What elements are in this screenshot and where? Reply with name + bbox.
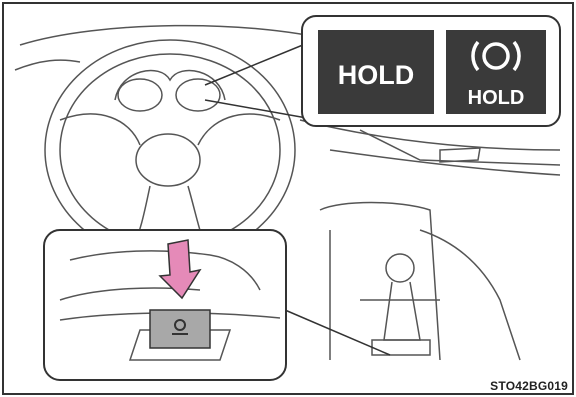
hold-text-label: HOLD	[338, 60, 415, 90]
switch-callout	[44, 230, 286, 380]
figure-code: STO42BG019	[490, 379, 568, 393]
indicator-callout: HOLD HOLD	[302, 16, 560, 126]
hold-icon-label: HOLD	[468, 87, 525, 109]
switch-callout-box	[44, 230, 286, 380]
